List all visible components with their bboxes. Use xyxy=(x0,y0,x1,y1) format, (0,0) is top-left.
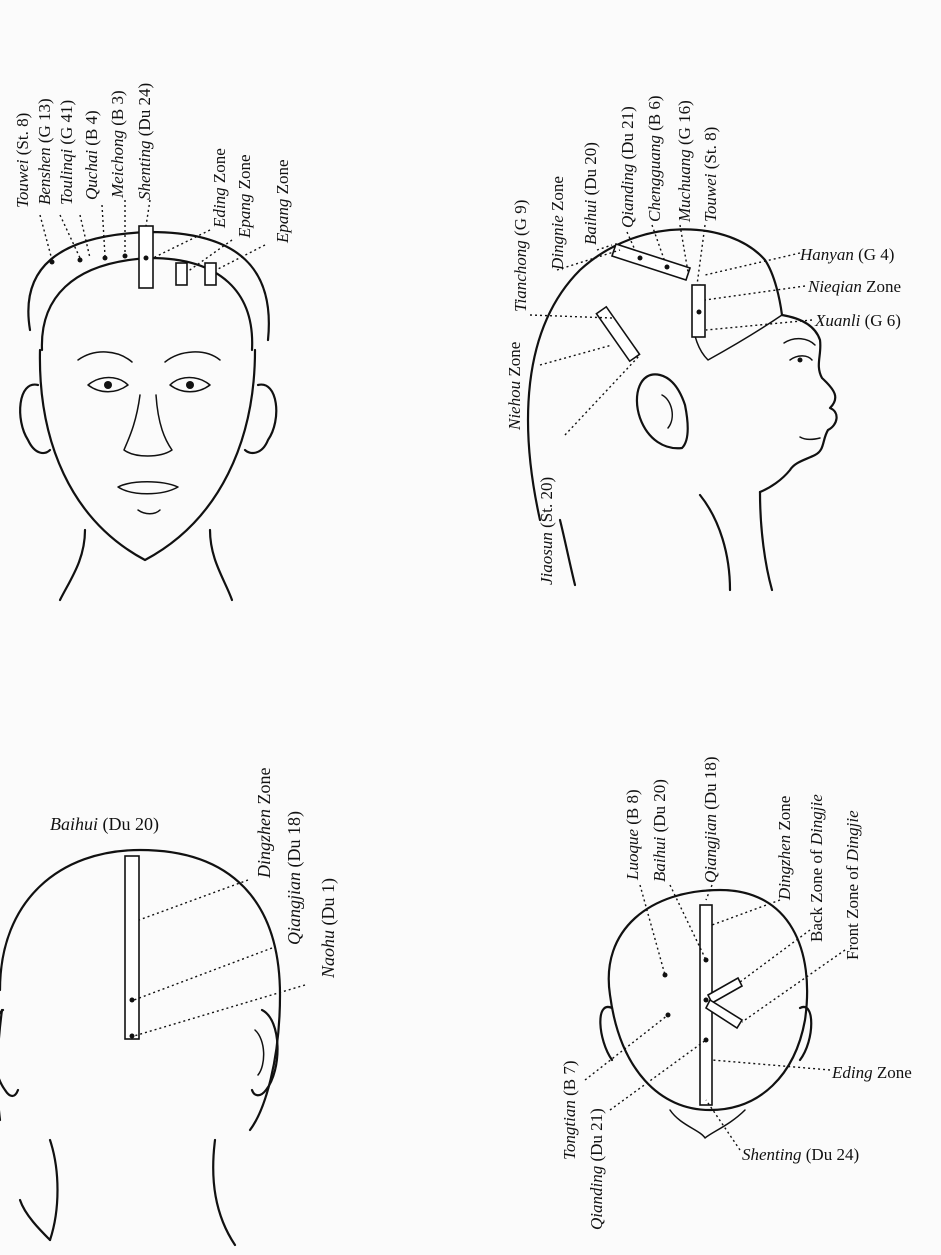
side-label-qianding: Qianding (Du 21) xyxy=(618,106,637,228)
top-label-shenting: Shenting (Du 24) xyxy=(742,1145,859,1164)
top-view-labels: Luoque (B 8) Baihui (Du 20) Qiangjian (D… xyxy=(560,756,912,1230)
top-view-figure xyxy=(585,885,845,1150)
front-label-epang-zone-2: Epang Zone xyxy=(273,159,292,244)
side-label-baihui: Baihui (Du 20) xyxy=(581,142,600,245)
top-label-eding-zone: Eding Zone xyxy=(831,1063,912,1082)
side-label-nieqian-zone: Nieqian Zone xyxy=(807,277,901,296)
top-label-qiangjian: Qiangjian (Du 18) xyxy=(701,756,720,883)
side-label-dingnie-zone: Dingnie Zone xyxy=(548,176,567,271)
side-label-tianchong: Tianchong (G 9) xyxy=(511,200,530,312)
top-label-front-zone-dingjie: Front Zone of Dingjie xyxy=(843,810,862,960)
back-view-figure xyxy=(0,850,305,1245)
front-label-quchai: Quchai (B 4) xyxy=(82,110,101,200)
front-label-benshen: Benshen (G 13) xyxy=(35,98,54,205)
side-view-labels: Tianchong (G 9) Dingnie Zone Baihui (Du … xyxy=(505,95,901,585)
front-epang-zone-1 xyxy=(176,263,187,285)
front-label-eding-zone: Eding Zone xyxy=(210,148,229,229)
top-label-baihui: Baihui (Du 20) xyxy=(650,779,669,882)
top-label-tongtian: Tongtian (B 7) xyxy=(560,1060,579,1160)
top-back-zone-dingjie xyxy=(708,978,742,1003)
side-label-jiaosun: Jiaosun (St. 20) xyxy=(537,477,556,585)
top-label-qianding: Qianding (Du 21) xyxy=(587,1108,606,1230)
back-label-baihui: Baihui (Du 20) xyxy=(50,814,159,835)
back-label-dingzhen-zone: Dingzhen Zone xyxy=(254,768,274,879)
front-label-touwei: Touwei (St. 8) xyxy=(13,113,32,208)
side-label-niehou-zone: Niehou Zone xyxy=(505,342,524,431)
front-view-labels: Touwei (St. 8) Benshen (G 13) Toulinqi (… xyxy=(13,83,292,244)
top-label-back-zone-dingjie: Back Zone of Dingjie xyxy=(807,794,826,942)
side-label-xuanli: Xuanli (G 6) xyxy=(814,311,901,330)
front-label-meichong: Meichong (B 3) xyxy=(108,90,127,199)
side-label-chengguang: Chengguang (B 6) xyxy=(645,95,664,222)
back-label-qiangjian: Qiangjian (Du 18) xyxy=(284,811,305,945)
back-label-naohu: Naohu (Du 1) xyxy=(318,878,339,979)
front-view-figure xyxy=(20,200,276,600)
back-dingzhen-zone xyxy=(125,856,139,1039)
side-dingnie-zone xyxy=(612,244,690,280)
side-label-muchuang: Muchuang (G 16) xyxy=(675,100,694,223)
top-label-luoque: Luoque (B 8) xyxy=(623,789,642,881)
side-label-hanyan: Hanyan (G 4) xyxy=(799,245,894,264)
side-view-figure xyxy=(528,225,837,590)
side-label-touwei: Touwei (St. 8) xyxy=(701,127,720,222)
front-label-epang-zone-1: Epang Zone xyxy=(235,154,254,239)
side-niehou-zone xyxy=(596,307,639,361)
back-view-labels: Baihui (Du 20) Dingzhen Zone Qiangjian (… xyxy=(50,768,339,979)
front-label-toulinqi: Toulinqi (G 41) xyxy=(57,100,76,205)
top-label-dingzhen-zone: Dingzhen Zone xyxy=(775,796,794,901)
front-epang-zone-2 xyxy=(205,263,216,285)
front-label-shenting: Shenting (Du 24) xyxy=(135,83,154,200)
